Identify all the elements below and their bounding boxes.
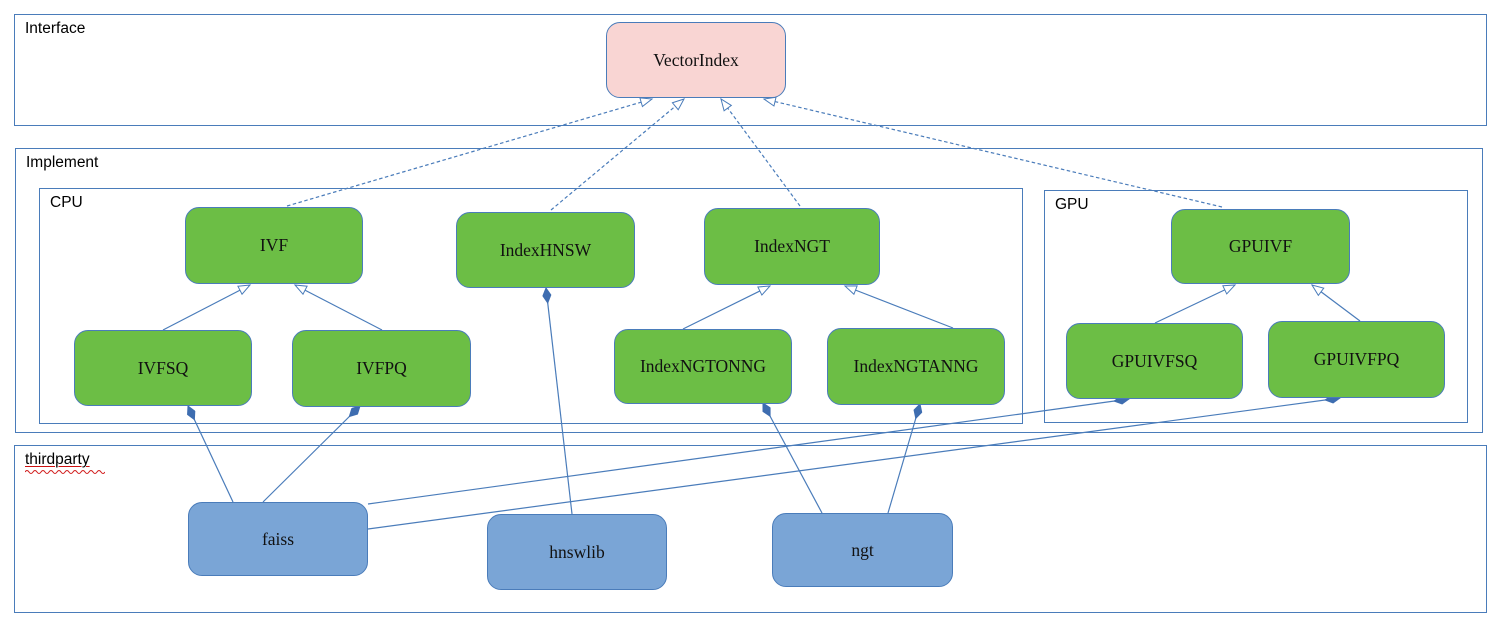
node-ngt-label: ngt bbox=[851, 539, 874, 560]
node-ivfsq-label: IVFSQ bbox=[137, 357, 189, 378]
node-ivfpq: IVFPQ bbox=[292, 330, 471, 407]
node-indexngt: IndexNGT bbox=[704, 208, 880, 285]
group-label-gpu: GPU bbox=[1055, 196, 1089, 213]
node-gpuivfsq-label: GPUIVFSQ bbox=[1111, 350, 1198, 371]
group-label-implement: Implement bbox=[26, 154, 99, 171]
node-ivf: IVF bbox=[185, 207, 363, 284]
node-gpuivf-label: GPUIVF bbox=[1228, 236, 1293, 256]
node-hnswlib: hnswlib bbox=[487, 514, 667, 590]
group-label-thirdparty: thirdparty bbox=[25, 451, 105, 474]
node-indexngtanng: IndexNGTANNG bbox=[827, 328, 1005, 405]
node-indexngtonng-label: IndexNGTONNG bbox=[639, 356, 767, 376]
spellcheck-squiggle-icon bbox=[25, 470, 105, 474]
node-ivfsq: IVFSQ bbox=[74, 330, 252, 406]
node-indexngt-label: IndexNGT bbox=[754, 236, 830, 256]
node-gpuivfpq: GPUIVFPQ bbox=[1268, 321, 1445, 398]
group-label-cpu: CPU bbox=[50, 194, 83, 211]
node-gpuivf: GPUIVF bbox=[1171, 209, 1350, 284]
node-faiss: faiss bbox=[188, 502, 368, 576]
node-ivf-label: IVF bbox=[259, 235, 289, 255]
node-indexngtonng: IndexNGTONNG bbox=[614, 329, 792, 404]
node-vectorindex-label: VectorIndex bbox=[653, 49, 739, 70]
group-label-interface: Interface bbox=[25, 20, 86, 37]
node-hnswlib-label: hnswlib bbox=[549, 541, 605, 562]
node-ivfpq-label: IVFPQ bbox=[356, 358, 407, 378]
node-ngt: ngt bbox=[772, 513, 953, 587]
node-vectorindex: VectorIndex bbox=[606, 22, 786, 98]
node-faiss-label: faiss bbox=[261, 528, 295, 549]
node-indexngtanng-label: IndexNGTANNG bbox=[853, 356, 979, 376]
group-label-thirdparty-text: thirdparty bbox=[25, 451, 90, 468]
node-gpuivfpq-label: GPUIVFPQ bbox=[1313, 349, 1400, 369]
node-indexhnsw-label: IndexHNSW bbox=[499, 239, 592, 260]
node-gpuivfsq: GPUIVFSQ bbox=[1066, 323, 1243, 399]
node-indexhnsw: IndexHNSW bbox=[456, 212, 635, 288]
